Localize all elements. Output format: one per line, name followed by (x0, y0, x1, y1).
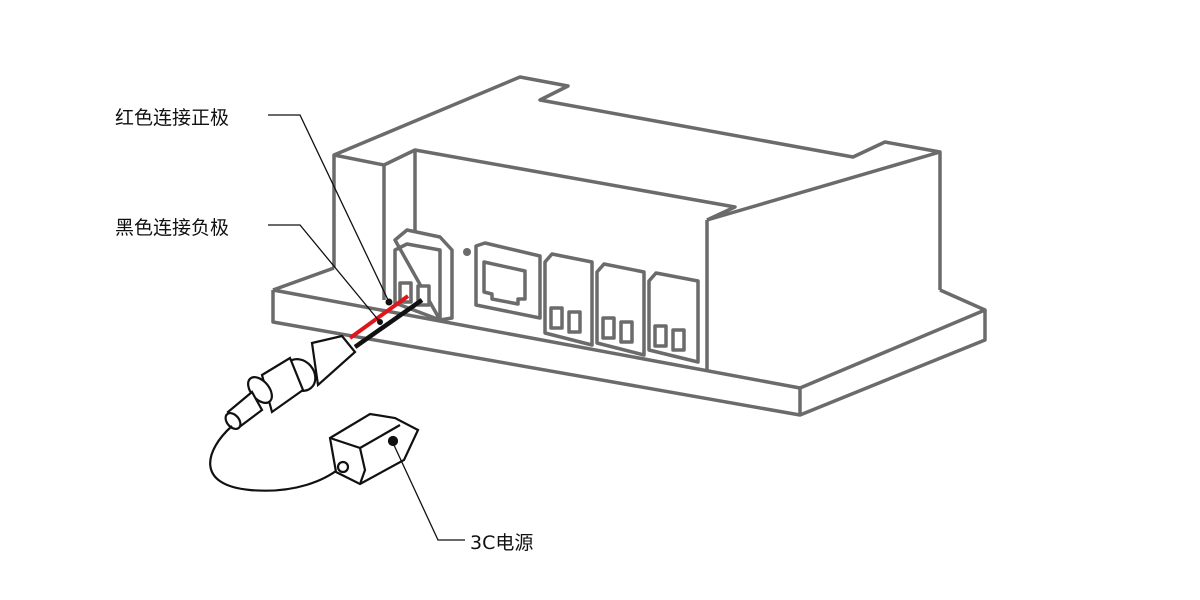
power-adapter (328, 412, 420, 486)
label-power-supply: 3C电源 (470, 532, 534, 554)
controller-housing (271, 75, 987, 417)
red-wire (348, 294, 410, 340)
label-black-negative: 黑色连接负极 (115, 217, 230, 239)
dc-plug (224, 334, 357, 430)
black-wire (353, 298, 424, 349)
led-indicator (463, 248, 471, 256)
terminal-block-1 (543, 252, 594, 347)
terminal-block-3 (647, 271, 700, 364)
terminal-block-2 (595, 262, 646, 357)
rj45-port (474, 241, 542, 320)
power-terminal-block (393, 228, 454, 322)
label-red-positive: 红色连接正极 (115, 107, 230, 129)
power-cable (209, 425, 341, 492)
leader-lines (268, 114, 465, 541)
connector-row (393, 228, 700, 364)
